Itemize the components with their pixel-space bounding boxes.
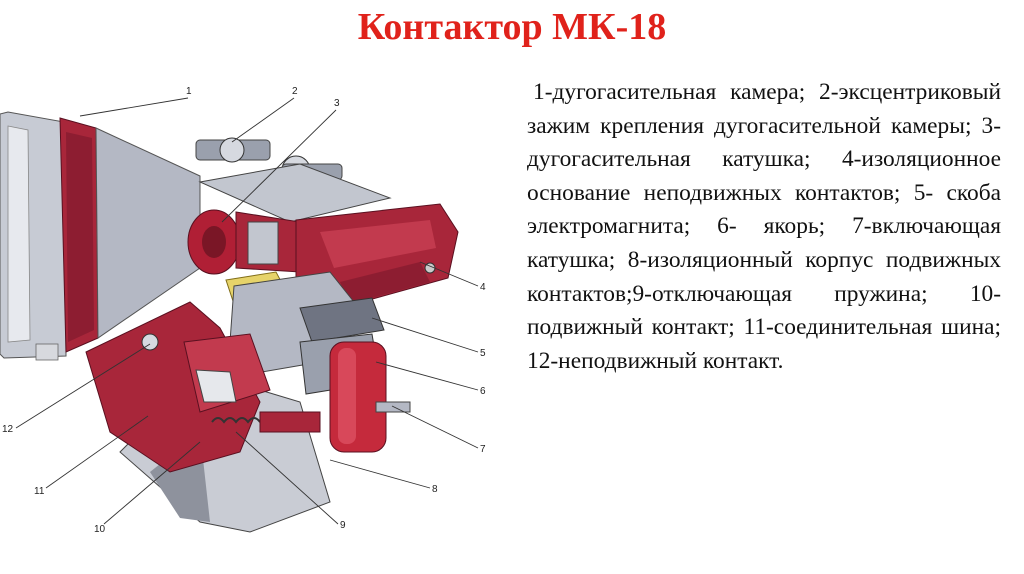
- callout-4: 4: [480, 282, 486, 293]
- callout-2: 2: [292, 86, 298, 97]
- callout-8: 8: [432, 484, 438, 495]
- callout-11: 11: [34, 486, 45, 497]
- arc-chute-shape: [0, 111, 201, 361]
- callout-5: 5: [480, 348, 486, 359]
- callout-10: 10: [94, 524, 106, 535]
- slide-title: Контактор МК-18: [357, 6, 667, 48]
- callout-6: 6: [480, 386, 486, 397]
- callout-3: 3: [334, 98, 340, 109]
- callout-12: 12: [2, 424, 14, 435]
- contactor-illustration: 1 2 3 4 5 6 7 8 9 10 11 12: [0, 72, 500, 572]
- parts-legend: 1-дугогасительная камера; 2-эксцентриков…: [527, 79, 1001, 374]
- callout-9: 9: [340, 520, 346, 531]
- leader-lines: [15, 97, 479, 525]
- callout-7: 7: [480, 444, 486, 455]
- closing-coil-shape: [329, 341, 411, 453]
- callout-1: 1: [186, 86, 192, 97]
